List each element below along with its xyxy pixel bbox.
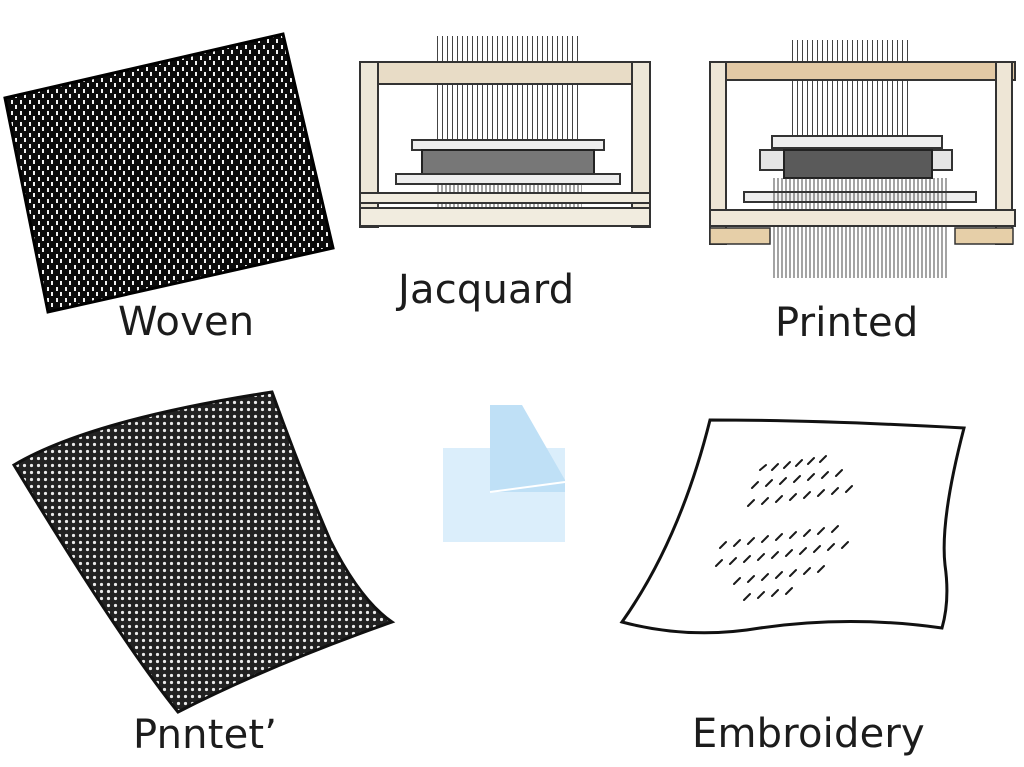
knit-fabric-illustration <box>11 390 396 714</box>
document-placeholder-icon <box>443 405 566 542</box>
embroidery-label: Embroidery <box>692 711 925 757</box>
printed-loom-illustration <box>709 40 1016 278</box>
jacquard-loom-illustration <box>359 36 651 228</box>
pnntet-label: Pnntet’ <box>133 712 278 758</box>
jacquard-label: Jacquard <box>398 267 575 313</box>
woven-fabric-illustration <box>3 32 335 314</box>
woven-label: Woven <box>118 299 255 345</box>
embroidery-cloth-illustration <box>619 418 966 635</box>
printed-label: Printed <box>775 300 919 346</box>
